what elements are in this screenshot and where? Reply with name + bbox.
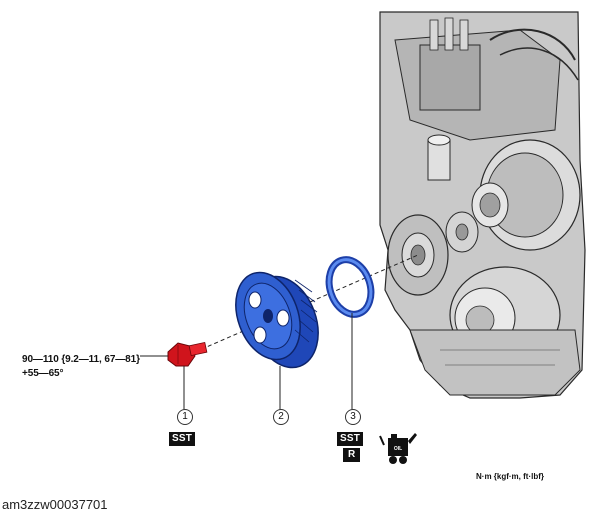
engine-block — [379, 11, 586, 399]
sst-badge-seal: SST — [337, 432, 364, 446]
oil-can-icon: OIL — [379, 433, 417, 464]
pulley-bolt — [167, 341, 208, 367]
replace-badge: R — [343, 448, 361, 462]
callout-2: 2 — [273, 409, 289, 425]
torque-spec-angle: +55—65° — [22, 368, 64, 379]
oil-seal — [325, 256, 375, 318]
oil-icon-label: OIL — [394, 446, 402, 452]
figure-id: am3zzw00037701 — [2, 497, 108, 512]
leader-lines — [140, 313, 353, 409]
sst-badge-bolt: SST — [169, 432, 196, 446]
callout-1: 1 — [177, 409, 193, 425]
callout-3: 3 — [345, 409, 361, 425]
units-note: N·m {kgf·m, ft·lbf} — [476, 472, 544, 481]
torque-spec-primary: 90—110 {9.2—11, 67—81} — [22, 354, 140, 365]
crankshaft-pulley — [235, 271, 319, 369]
